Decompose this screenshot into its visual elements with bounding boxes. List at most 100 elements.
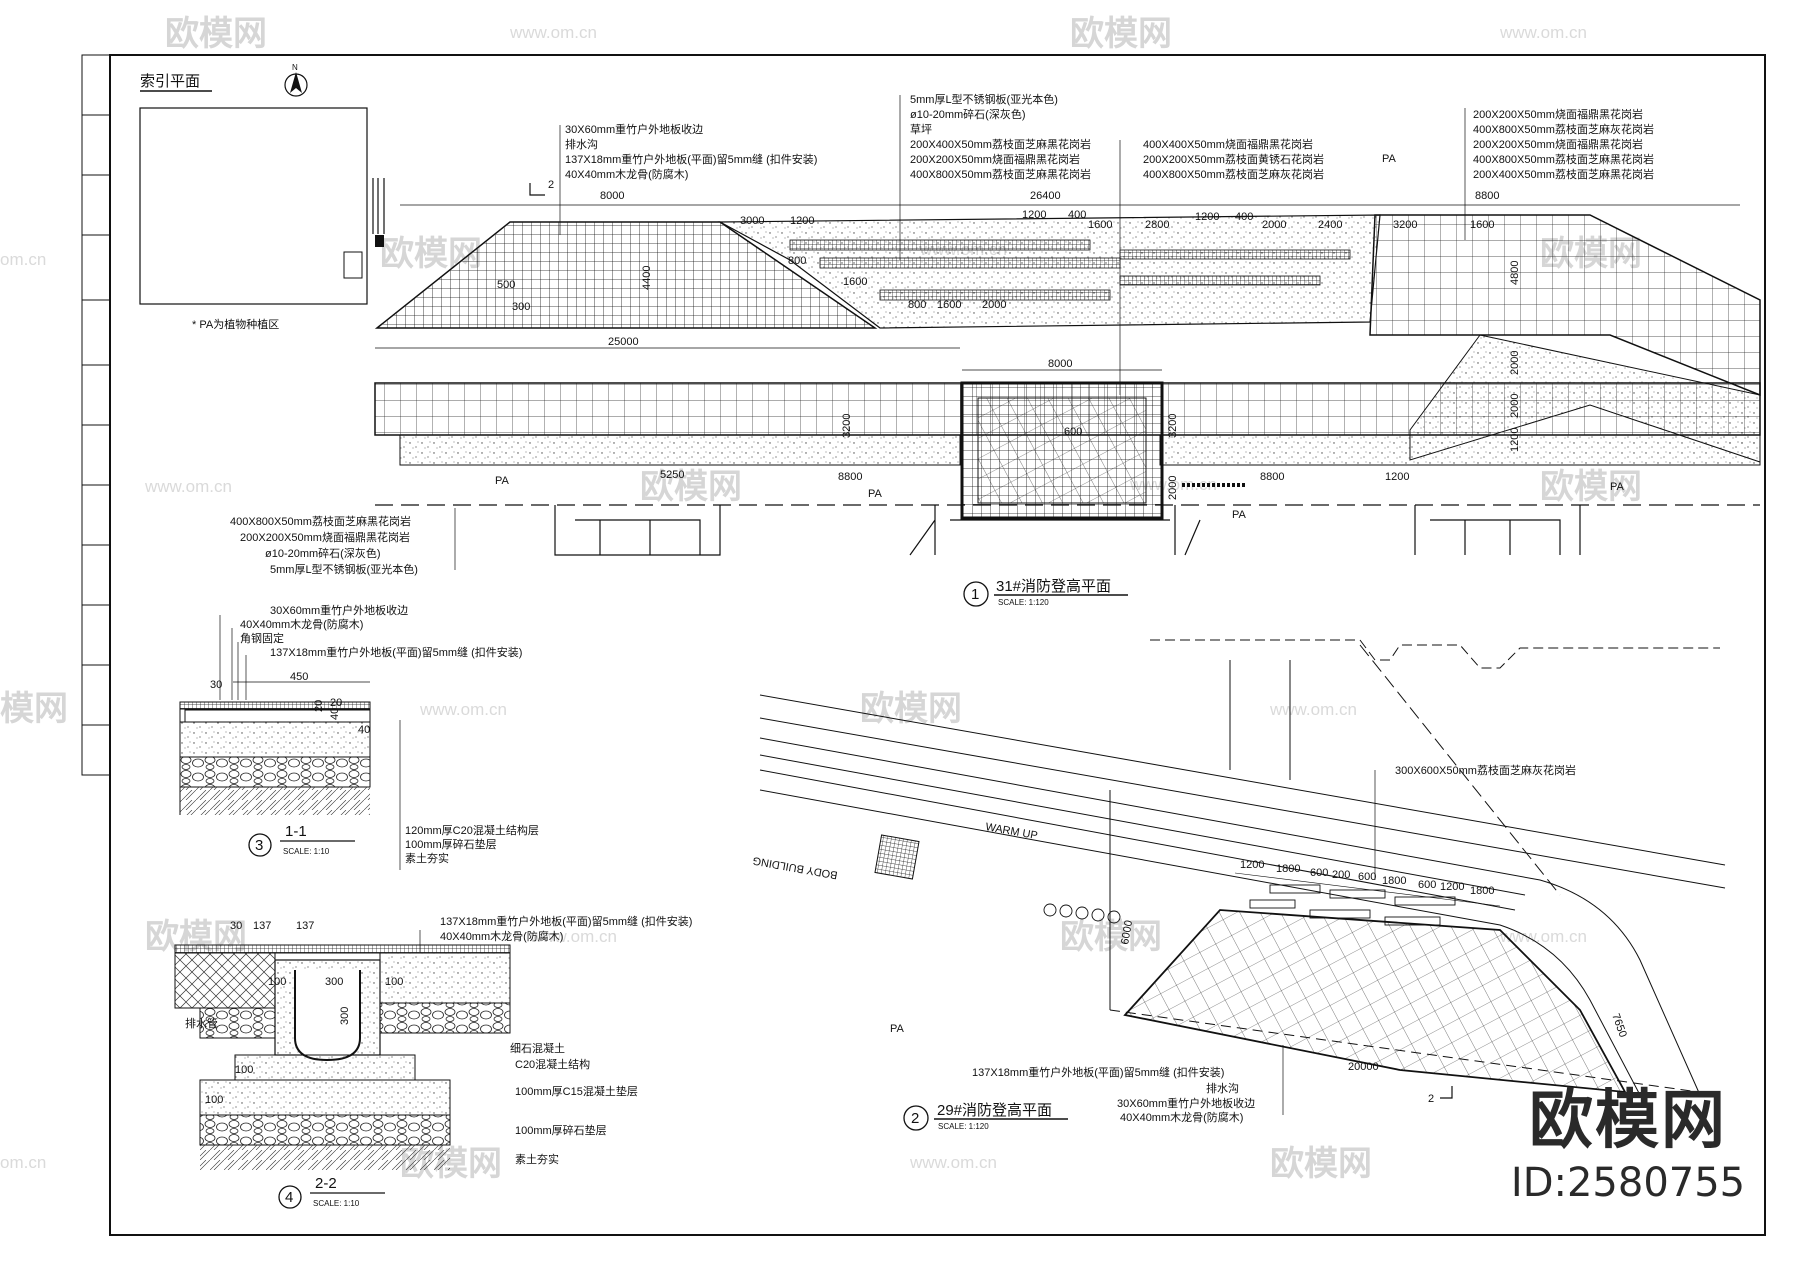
svg-text:3200: 3200 bbox=[1393, 219, 1417, 231]
svg-text:PA: PA bbox=[1232, 509, 1247, 521]
plan1-title: 31#消防登高平面 bbox=[996, 578, 1111, 595]
svg-text:400X800X50mm荔枝面芝麻灰花岗岩: 400X800X50mm荔枝面芝麻灰花岗岩 bbox=[1473, 122, 1654, 136]
svg-text:400: 400 bbox=[1235, 211, 1253, 223]
svg-text:200X200X50mm烧面福鼎黑花岗岩: 200X200X50mm烧面福鼎黑花岗岩 bbox=[1473, 107, 1643, 121]
svg-text:200X200X50mm烧面福鼎黑花岗岩: 200X200X50mm烧面福鼎黑花岗岩 bbox=[240, 530, 410, 544]
svg-text:ø10-20mm碎石(深灰色): ø10-20mm碎石(深灰色) bbox=[265, 546, 381, 560]
watermark-url: www.om.cn bbox=[419, 700, 507, 719]
svg-text:600: 600 bbox=[1064, 426, 1082, 438]
svg-text:5mm厚L型不锈钢板(亚光本色): 5mm厚L型不锈钢板(亚光本色) bbox=[910, 92, 1058, 106]
svg-text:ø10-20mm碎石(深灰色): ø10-20mm碎石(深灰色) bbox=[910, 107, 1026, 121]
index-plan-title: 索引平面 bbox=[140, 73, 200, 90]
svg-text:3200: 3200 bbox=[1167, 414, 1179, 438]
svg-text:40X40mm木龙骨(防腐木): 40X40mm木龙骨(防腐木) bbox=[1120, 1110, 1243, 1124]
svg-text:8000: 8000 bbox=[600, 190, 624, 202]
brand-id: ID:2580755 bbox=[1510, 1160, 1746, 1206]
svg-text:3: 3 bbox=[255, 837, 263, 854]
index-plan: 索引平面 N * PA为植物种植区 bbox=[139, 63, 385, 331]
plan1-callouts-bottom-left: 400X800X50mm荔枝面芝麻黑花岗岩 200X200X50mm烧面福鼎黑花… bbox=[230, 508, 456, 576]
svg-text:200X400X50mm荔枝面芝麻黑花岗岩: 200X400X50mm荔枝面芝麻黑花岗岩 bbox=[910, 137, 1091, 151]
svg-text:草坪: 草坪 bbox=[910, 123, 932, 136]
svg-text:400X800X50mm荔枝面芝麻黑花岗岩: 400X800X50mm荔枝面芝麻黑花岗岩 bbox=[1473, 152, 1654, 166]
svg-text:1200: 1200 bbox=[1195, 211, 1219, 223]
svg-text:40: 40 bbox=[358, 724, 370, 736]
svg-text:400X400X50mm烧面福鼎黑花岗岩: 400X400X50mm烧面福鼎黑花岗岩 bbox=[1143, 137, 1313, 151]
svg-text:2: 2 bbox=[1428, 1093, 1434, 1105]
watermark-url: www.om.cn bbox=[1499, 927, 1587, 946]
section1-title: 1-1 bbox=[285, 823, 307, 840]
watermark-url: om.cn bbox=[0, 1153, 46, 1172]
svg-text:40X40mm木龙骨(防腐木): 40X40mm木龙骨(防腐木) bbox=[565, 167, 688, 181]
section-mark: 2 bbox=[548, 179, 554, 191]
svg-text:30: 30 bbox=[210, 679, 222, 691]
svg-text:排水沟: 排水沟 bbox=[565, 137, 598, 151]
plan1-dimensions: 8000 26400 8800 3000 1200 1200 400 1600 … bbox=[375, 190, 1740, 500]
svg-text:1600: 1600 bbox=[1470, 219, 1494, 231]
svg-text:1200: 1200 bbox=[790, 215, 814, 227]
svg-text:200X200X50mm荔枝面黄锈石花岗岩: 200X200X50mm荔枝面黄锈石花岗岩 bbox=[1143, 152, 1324, 166]
svg-text:100: 100 bbox=[385, 976, 403, 988]
watermark-url: www.om.cn bbox=[1499, 23, 1587, 42]
svg-text:2000: 2000 bbox=[1167, 476, 1179, 500]
svg-text:20: 20 bbox=[313, 700, 325, 712]
watermark-url: om.cn bbox=[0, 250, 46, 269]
svg-text:400X800X50mm荔枝面芝麻黑花岗岩: 400X800X50mm荔枝面芝麻黑花岗岩 bbox=[230, 514, 411, 528]
svg-text:7650: 7650 bbox=[1609, 1012, 1629, 1039]
svg-text:137X18mm重竹户外地板(平面)留5mm缝 (扣件安装): 137X18mm重竹户外地板(平面)留5mm缝 (扣件安装) bbox=[270, 645, 522, 659]
svg-text:1600: 1600 bbox=[937, 299, 961, 311]
svg-text:排水管: 排水管 bbox=[185, 1016, 218, 1030]
svg-text:细石混凝土: 细石混凝土 bbox=[510, 1041, 565, 1055]
svg-text:4400: 4400 bbox=[641, 266, 653, 290]
plan2-callouts: 300X600X50mm荔枝面芝麻灰花岗岩 137X18mm重竹户外地板(平面)… bbox=[972, 763, 1576, 1124]
svg-text:30: 30 bbox=[230, 920, 242, 932]
svg-text:100: 100 bbox=[235, 1064, 253, 1076]
svg-text:4: 4 bbox=[285, 1189, 293, 1206]
svg-text:WARM UP: WARM UP bbox=[984, 821, 1038, 842]
plan1-callouts-top-mid2: 400X400X50mm烧面福鼎黑花岗岩 200X200X50mm荔枝面黄锈石花… bbox=[1119, 137, 1324, 395]
svg-text:SCALE: 1:10: SCALE: 1:10 bbox=[283, 847, 330, 856]
svg-text:素土夯实: 素土夯实 bbox=[405, 851, 449, 865]
svg-text:角钢固定: 角钢固定 bbox=[240, 631, 284, 645]
plan2-dimensions: 1200 1800 600 200 600 1800 600 1200 1800… bbox=[1119, 859, 1629, 1073]
svg-text:100mm厚碎石垫层: 100mm厚碎石垫层 bbox=[515, 1123, 607, 1137]
svg-text:1800: 1800 bbox=[1382, 875, 1406, 887]
svg-text:PA: PA bbox=[868, 488, 883, 500]
svg-text:20000: 20000 bbox=[1348, 1061, 1379, 1073]
svg-text:137: 137 bbox=[253, 920, 271, 932]
svg-text:137X18mm重竹户外地板(平面)留5mm缝 (扣件安装): 137X18mm重竹户外地板(平面)留5mm缝 (扣件安装) bbox=[565, 152, 817, 166]
svg-text:2000: 2000 bbox=[1509, 351, 1521, 375]
watermark-url: www.om.cn bbox=[144, 477, 232, 496]
svg-text:2000: 2000 bbox=[1509, 394, 1521, 418]
brand-watermark: 欧模网 ID:2580755 bbox=[1508, 1085, 1748, 1209]
section-2-2: 137X18mm重竹户外地板(平面)留5mm缝 (扣件安装) 40X40mm木龙… bbox=[174, 914, 692, 1209]
svg-text:25000: 25000 bbox=[608, 336, 639, 348]
svg-text:30X60mm重竹户外地板收边: 30X60mm重竹户外地板收边 bbox=[1117, 1096, 1255, 1110]
svg-text:排水沟: 排水沟 bbox=[1206, 1081, 1239, 1095]
svg-text:600: 600 bbox=[1358, 871, 1376, 883]
svg-text:1800: 1800 bbox=[1276, 863, 1300, 875]
svg-text:1200: 1200 bbox=[1440, 881, 1464, 893]
svg-text:450: 450 bbox=[290, 671, 308, 683]
plan1-callouts-top-mid: 5mm厚L型不锈钢板(亚光本色) ø10-20mm碎石(深灰色) 草坪 200X… bbox=[899, 92, 1091, 260]
watermark-logo: 欧模网 bbox=[1060, 918, 1162, 956]
svg-text:SCALE: 1:120: SCALE: 1:120 bbox=[938, 1122, 989, 1131]
svg-text:3000: 3000 bbox=[740, 215, 764, 227]
svg-text:137: 137 bbox=[296, 920, 314, 932]
section-1-1: 30X60mm重竹户外地板收边 40X40mm木龙骨(防腐木) 角钢固定 137… bbox=[179, 603, 539, 870]
svg-text:2800: 2800 bbox=[1145, 219, 1169, 231]
svg-text:100: 100 bbox=[205, 1094, 223, 1106]
plan-31-fire-access: PA PA PA PA PA 8000 26400 8800 3000 1200… bbox=[230, 92, 1761, 607]
svg-text:3200: 3200 bbox=[841, 414, 853, 438]
plan2-title: 29#消防登高平面 bbox=[937, 1102, 1052, 1119]
svg-text:100: 100 bbox=[268, 976, 286, 988]
svg-text:400X800X50mm荔枝面芝麻灰花岗岩: 400X800X50mm荔枝面芝麻灰花岗岩 bbox=[1143, 167, 1324, 181]
svg-text:PA: PA bbox=[495, 475, 510, 487]
svg-text:300: 300 bbox=[512, 301, 530, 313]
svg-text:1: 1 bbox=[971, 586, 979, 603]
watermark-logo: 模网 bbox=[0, 690, 68, 728]
watermark-logo: 欧模网 bbox=[860, 690, 962, 728]
plan1-callouts-top-right: 200X200X50mm烧面福鼎黑花岗岩 400X800X50mm荔枝面芝麻灰花… bbox=[1464, 107, 1654, 240]
svg-text:800: 800 bbox=[908, 299, 926, 311]
svg-text:4800: 4800 bbox=[1509, 261, 1521, 285]
